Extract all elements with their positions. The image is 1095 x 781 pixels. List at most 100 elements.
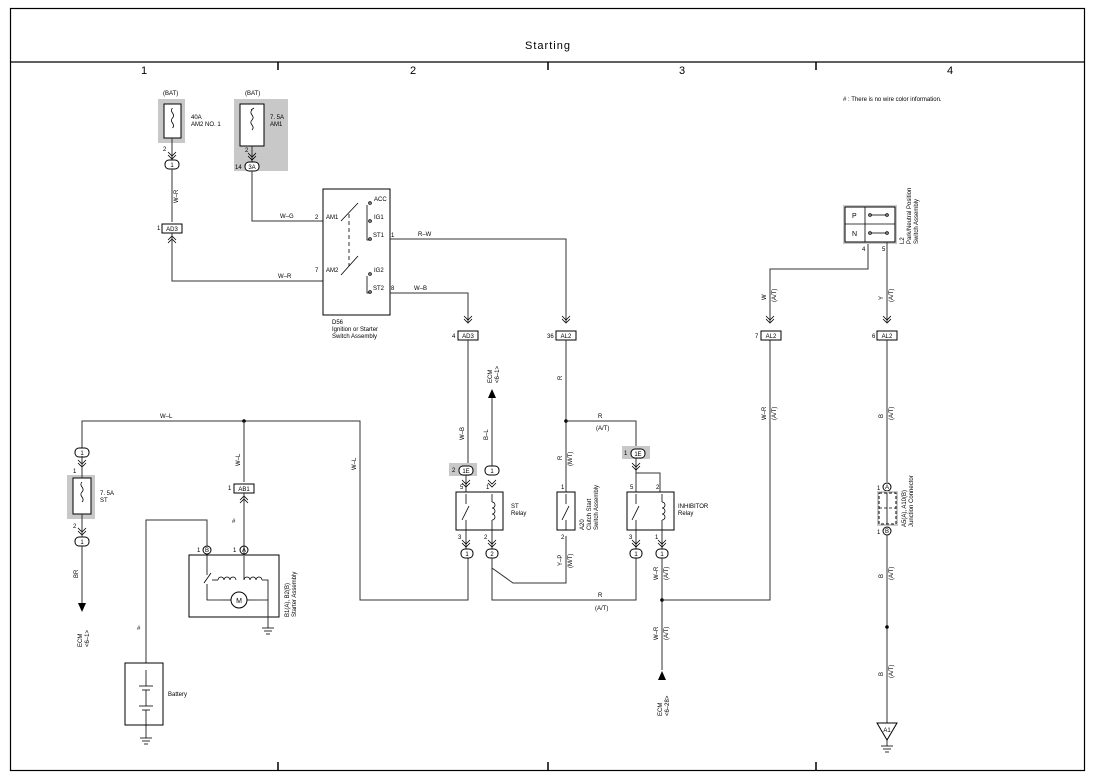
wire-label: W–R bbox=[174, 189, 180, 203]
svg-text:1: 1 bbox=[157, 226, 161, 232]
svg-text:1: 1 bbox=[73, 469, 77, 475]
column-number: 1 bbox=[141, 65, 147, 77]
wire-label: W–B bbox=[460, 427, 466, 440]
svg-text:7: 7 bbox=[315, 268, 319, 274]
qualifier: (A/T) bbox=[772, 289, 778, 302]
park-neutral-switch: P N L2 Park/Neutral Position Switch Asse… bbox=[843, 188, 920, 244]
wire-label: B bbox=[879, 672, 885, 676]
svg-text:ST1: ST1 bbox=[373, 233, 385, 239]
connector-ad3: 4 AD3 bbox=[452, 330, 479, 341]
svg-text:1: 1 bbox=[233, 548, 237, 554]
svg-text:AM2: AM2 bbox=[326, 268, 339, 274]
svg-text:1: 1 bbox=[391, 233, 395, 239]
ignition-switch: 2 AM1 7 AM2 ACC IG1 ST1 1 IG2 ST2 8 D56 … bbox=[315, 188, 395, 340]
svg-text:7. 5A: 7. 5A bbox=[100, 491, 114, 497]
svg-text:1E: 1E bbox=[634, 452, 641, 458]
svg-text:AL2: AL2 bbox=[882, 334, 893, 340]
wire-label: Y–P bbox=[558, 555, 564, 566]
svg-text:1: 1 bbox=[655, 535, 659, 541]
wire-label: W–L bbox=[352, 457, 358, 470]
svg-text:3: 3 bbox=[629, 535, 633, 541]
qualifier: (A/T) bbox=[889, 665, 895, 678]
svg-text:A5(A), A10(B): A5(A), A10(B) bbox=[902, 490, 908, 527]
qualifier: (A/T) bbox=[889, 289, 895, 302]
qualifier: (A/T) bbox=[772, 407, 778, 420]
wire-label: # bbox=[137, 626, 141, 632]
battery: Battery bbox=[124, 662, 187, 738]
svg-text:1: 1 bbox=[486, 485, 490, 491]
st-relay: 5 1 ST Relay bbox=[455, 485, 526, 531]
qualifier: (M/T) bbox=[568, 452, 574, 466]
connector-ab1: 1 AB1 bbox=[228, 483, 255, 494]
fuse-am2-rating: 40A bbox=[191, 115, 202, 121]
svg-text:4: 4 bbox=[452, 334, 456, 340]
ground-symbol bbox=[262, 627, 274, 635]
svg-text:1: 1 bbox=[465, 552, 469, 558]
wire-label: W–L bbox=[236, 453, 242, 466]
svg-text:14: 14 bbox=[235, 165, 242, 171]
svg-text:Starter Assembly: Starter Assembly bbox=[292, 572, 298, 617]
fuse-am2-source: (BAT) bbox=[163, 91, 178, 97]
wire-label: # bbox=[232, 519, 236, 525]
svg-text:N: N bbox=[852, 231, 857, 238]
fuse-am2: (BAT) 40A AM2 NO. 1 2 bbox=[163, 91, 221, 153]
qualifier: (A/T) bbox=[889, 567, 895, 580]
svg-text:1: 1 bbox=[660, 552, 664, 558]
qualifier: (M/T) bbox=[568, 554, 574, 568]
svg-text:2: 2 bbox=[561, 535, 565, 541]
svg-text:B: B bbox=[885, 529, 889, 535]
wire-color-note: # : There is no wire color information. bbox=[843, 97, 942, 103]
svg-text:Clutch Start: Clutch Start bbox=[587, 498, 593, 530]
svg-text:6: 6 bbox=[872, 334, 876, 340]
qualifier: (A/T) bbox=[889, 407, 895, 420]
svg-text:A20: A20 bbox=[580, 519, 586, 530]
svg-text:P: P bbox=[852, 213, 857, 220]
svg-text:8: 8 bbox=[391, 286, 395, 292]
svg-text:ACC: ACC bbox=[374, 197, 387, 203]
wire-label: W–R bbox=[278, 274, 292, 280]
connector-1e-inhibitor: 1 1E bbox=[624, 448, 646, 459]
ignition-switch-code: D56 bbox=[332, 320, 344, 326]
svg-text:AB1: AB1 bbox=[238, 487, 250, 493]
page-title: Starting bbox=[525, 40, 571, 52]
wire-label: W–L bbox=[160, 414, 173, 420]
svg-text:3A: 3A bbox=[248, 165, 255, 171]
ground-a1: A1 bbox=[876, 722, 898, 753]
svg-text:36: 36 bbox=[547, 334, 554, 340]
ecm-ref: ECM bbox=[78, 634, 84, 647]
svg-text:1: 1 bbox=[170, 163, 174, 169]
svg-text:INHIBITOR: INHIBITOR bbox=[678, 504, 709, 510]
svg-text:4: 4 bbox=[862, 247, 866, 253]
svg-text:1: 1 bbox=[877, 486, 881, 492]
wire-label: R bbox=[558, 455, 564, 460]
svg-text:1E: 1E bbox=[462, 469, 469, 475]
diagram-frame bbox=[9, 7, 1086, 772]
column-number: 2 bbox=[410, 65, 416, 77]
ground-symbol bbox=[140, 737, 152, 745]
svg-text:B1(A), B2(B): B1(A), B2(B) bbox=[285, 583, 291, 617]
wire-label: W bbox=[762, 294, 768, 300]
connector-1-bl: 1 bbox=[484, 465, 500, 476]
clutch-start-switch: 1 2 A20 Clutch Start Switch Assembly bbox=[556, 485, 600, 541]
connector-3a: 14 3A bbox=[235, 161, 260, 172]
svg-text:2: 2 bbox=[484, 535, 488, 541]
inhibitor-relay: 5 2 INHIBITOR Relay bbox=[626, 485, 709, 531]
pin-label: 2 bbox=[163, 147, 167, 153]
connector-1: 1 bbox=[164, 159, 180, 170]
svg-text:ST: ST bbox=[511, 504, 519, 510]
wire-label: R bbox=[558, 375, 564, 380]
ecm-ref: <6–28> bbox=[665, 695, 671, 716]
fuse-am1-source: (BAT) bbox=[245, 91, 260, 97]
wire-label: B–L bbox=[484, 429, 490, 440]
svg-text:ST: ST bbox=[100, 498, 108, 504]
wire-label: B bbox=[879, 574, 885, 578]
svg-text:AD3: AD3 bbox=[462, 334, 474, 340]
svg-text:1: 1 bbox=[228, 486, 232, 492]
svg-text:IG2: IG2 bbox=[374, 268, 384, 274]
svg-text:2: 2 bbox=[656, 485, 660, 491]
column-number: 4 bbox=[947, 65, 953, 77]
ignition-switch-name: Ignition or Starter bbox=[332, 327, 378, 333]
wire-label: R bbox=[598, 414, 603, 420]
connector-1e-st: 2 1E bbox=[452, 465, 474, 476]
